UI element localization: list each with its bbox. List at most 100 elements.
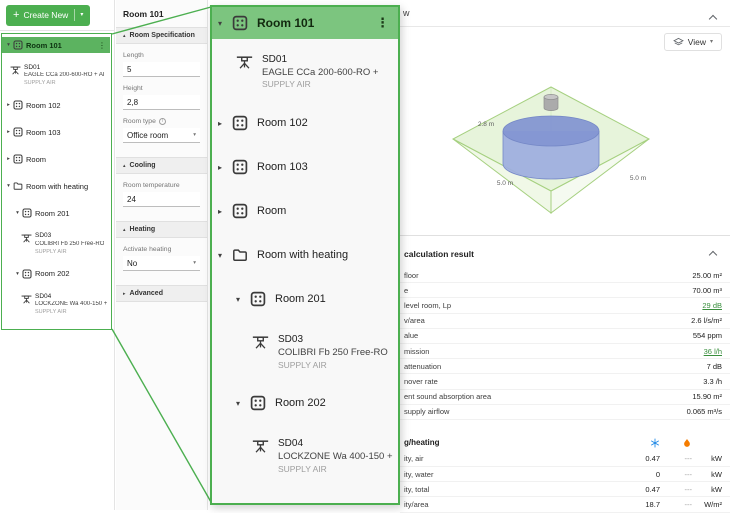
expand-arrow-icon[interactable]: ▸	[7, 156, 10, 163]
result-label: level room, Lp	[404, 300, 452, 310]
tree-item-room-with-heating[interactable]: ▾Room with heating	[212, 245, 398, 265]
height-input[interactable]: 2,8	[123, 95, 200, 110]
result-label: e	[404, 285, 409, 295]
expand-arrow-icon[interactable]: ▾	[16, 270, 19, 277]
expand-arrow-icon[interactable]: ▾	[236, 398, 241, 408]
tree-item-room-202[interactable]: ▾ Room 202	[212, 393, 398, 413]
tree-item-label: Room	[26, 154, 47, 164]
field-value: No	[127, 258, 138, 268]
tree-item-room-103[interactable]: ▸Room 103	[212, 157, 398, 177]
tree-item-room-103[interactable]: ▸Room 103	[4, 124, 109, 140]
cooling-value: 0.47	[645, 484, 660, 494]
air-terminal-icon	[21, 233, 32, 244]
device-flow-type: SUPPLY AIR	[35, 308, 67, 315]
view-options-button[interactable]: View ▾	[663, 33, 722, 51]
room-icon	[232, 159, 248, 175]
section-title: Room Specification	[129, 32, 195, 39]
section-header-cooling[interactable]: ▴Cooling	[116, 157, 207, 174]
result-row: mission 36 l/h	[400, 344, 730, 360]
expand-arrow-icon[interactable]: ▸	[218, 118, 223, 128]
tree-item-room-201[interactable]: ▾Room 201	[4, 205, 109, 221]
section-title: Advanced	[129, 290, 163, 297]
room-icon	[250, 395, 266, 411]
tree-item-room[interactable]: ▸ Room	[4, 151, 109, 167]
expand-arrow-icon[interactable]: ▸	[7, 129, 10, 136]
create-new-button[interactable]: + Create New ▾	[6, 4, 91, 26]
preview-panel: w View ▾ 2.8 m 5.0 m 5.0 m	[400, 0, 730, 513]
tree-item-label: Room 101	[26, 40, 62, 50]
tree-item-room-102[interactable]: ▸Room 102	[4, 97, 109, 113]
activate-heating-select[interactable]: No ▾	[123, 256, 200, 271]
kebab-menu-icon[interactable]: ⋮	[98, 40, 106, 50]
result-value: 554 ppm	[692, 331, 722, 341]
result-value-link[interactable]: 29 dB	[702, 300, 722, 310]
section-header-heating[interactable]: ▴Heating	[116, 221, 207, 238]
heating-value: ---	[684, 500, 693, 510]
expand-arrow-icon[interactable]: ▾	[7, 42, 10, 48]
tree-item-room[interactable]: ▸Room	[212, 201, 398, 221]
tree-item-room-201[interactable]: ▾Room 201	[212, 289, 398, 309]
kebab-menu-icon[interactable]: ⋮	[376, 15, 389, 31]
unit-label: kW	[711, 454, 722, 464]
tree-item-room-with-heating[interactable]: ▾Room with heating	[4, 178, 109, 194]
result-label: nover rate	[404, 376, 438, 386]
divider	[74, 9, 76, 21]
device-name: COLIBRI Fb 250 Free-RO	[278, 346, 388, 358]
result-value-link[interactable]: 36 l/h	[703, 346, 722, 356]
room-temperature-input[interactable]: 24	[123, 192, 200, 207]
room-icon	[232, 15, 248, 31]
room-icon	[232, 115, 248, 131]
viewer: w View ▾ 2.8 m 5.0 m 5.0 m	[400, 0, 730, 236]
heating-value: ---	[684, 484, 693, 494]
expand-arrow-icon[interactable]: ▾	[218, 250, 223, 260]
expand-arrow-icon[interactable]: ▾	[16, 210, 19, 217]
device-flow-type: SUPPLY AIR	[278, 463, 327, 474]
result-value: 0.065 m³/s	[686, 407, 722, 417]
collapse-viewer-button[interactable]	[706, 8, 720, 27]
cooling-heating-header: g/heating	[400, 432, 730, 452]
device-flow-type: SUPPLY AIR	[24, 80, 56, 87]
chevron-down-icon: ▾	[709, 38, 713, 45]
snowflake-icon	[650, 438, 660, 448]
field-value: 24	[127, 194, 136, 204]
device-name: LOCKZONE Wa 400-150 +	[278, 450, 393, 462]
tree-item-room-102[interactable]: ▸Room 102	[212, 113, 398, 133]
tree-item-label: Room 202	[275, 397, 326, 410]
expand-arrow-icon[interactable]: ▾	[7, 183, 10, 190]
collapse-results-button[interactable]	[706, 244, 720, 263]
tree-item-room-101[interactable]: ▾Room 101⋮	[212, 7, 398, 39]
field-value: 5	[127, 64, 132, 74]
tree-item-room-202[interactable]: ▾Room 202	[4, 266, 109, 282]
air-terminal-icon	[21, 294, 32, 305]
diffuser-3d	[543, 97, 559, 111]
result-label: mission	[404, 346, 430, 356]
room-3d-view[interactable]: 2.8 m 5.0 m 5.0 m	[400, 27, 730, 236]
length-input[interactable]: 5	[123, 62, 200, 77]
room-type-select[interactable]: Office room▾	[123, 128, 200, 143]
expand-arrow-icon[interactable]: ▸	[218, 206, 223, 216]
info-icon[interactable]: i	[158, 118, 166, 125]
section-header-advanced[interactable]: ▸Advanced	[116, 285, 207, 302]
tree-item-room-101[interactable]: ▾ Room 101 ⋮	[2, 37, 110, 53]
dimension-label-width: 5.0 m	[497, 180, 513, 187]
folder-icon	[13, 181, 23, 191]
chevron-down-icon: ▾	[193, 260, 196, 266]
section-header-room-specification[interactable]: ▴Room Specification	[116, 27, 207, 44]
expand-arrow-icon[interactable]: ▾	[236, 294, 241, 304]
device-code: SD01	[262, 54, 288, 65]
device-code: SD01	[24, 64, 41, 71]
section-title: Cooling	[129, 162, 156, 169]
expand-arrow-icon[interactable]: ▸	[7, 102, 10, 109]
expand-arrow-icon[interactable]: ▾	[218, 18, 223, 28]
expand-arrow-icon[interactable]: ▸	[218, 162, 223, 172]
